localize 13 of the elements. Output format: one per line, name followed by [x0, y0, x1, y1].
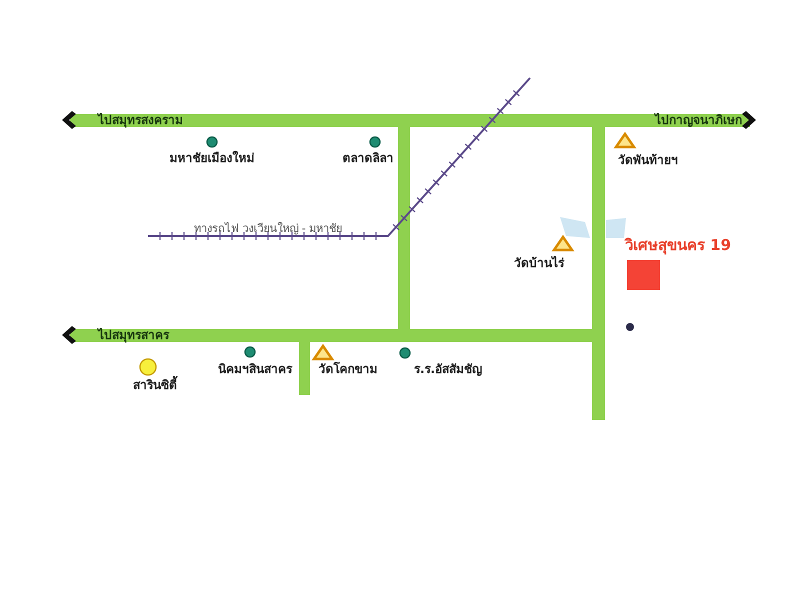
place-label: นิคมฯสินสาคร [218, 362, 292, 376]
place-label: ตลาดลิลา [342, 151, 394, 165]
place-label: วัดพันท้ายฯ [618, 153, 678, 167]
road-label: ไปสมุทรสาคร [98, 328, 169, 342]
place-label: สารินซิตี้ [133, 378, 177, 392]
place-label: วัดโคกขาม [318, 362, 378, 376]
place-label: มหาชัยเมืองใหม่ [170, 151, 254, 165]
place-label: วัดบ้านไร่ [514, 256, 564, 270]
railway-label: ทางรถไฟ วงเวียนใหญ่ - มหาชัย [194, 222, 342, 236]
road-label: ไปสมุทรสงคราม [98, 113, 183, 127]
site-label: วิเศษสุขนคร 19 [624, 238, 732, 252]
road-label: ไปกาญจนาภิเษก [655, 113, 742, 127]
place-label: ร.ร.อัสสัมชัญ [414, 362, 482, 376]
